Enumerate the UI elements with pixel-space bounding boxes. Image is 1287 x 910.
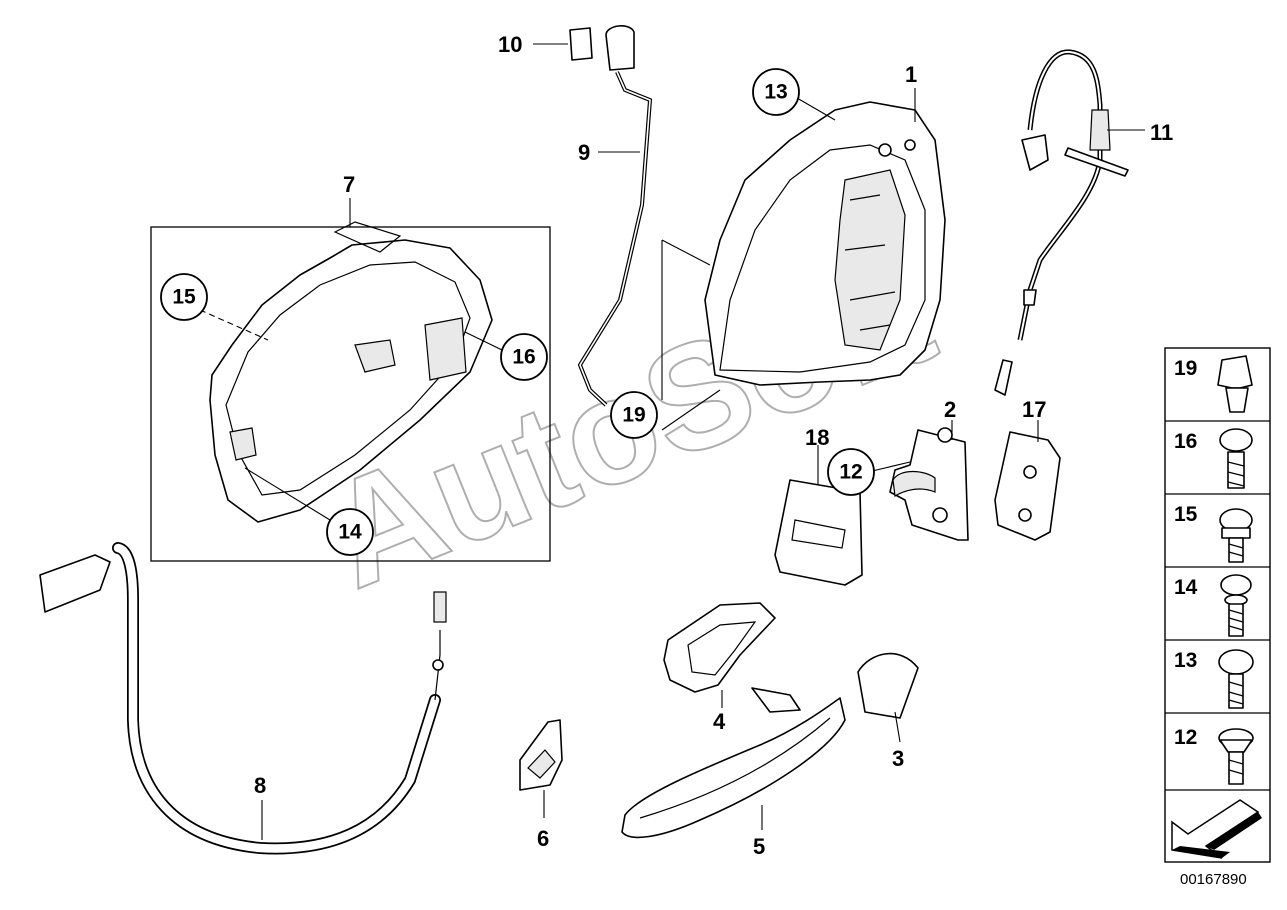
cable-clip (1021, 134, 1049, 171)
callout-15: 15 (160, 273, 208, 321)
label-part-2: 2 (944, 397, 956, 422)
part-7-carrier-group (150, 198, 551, 562)
expanding-rivet-icon (1217, 355, 1253, 413)
gasket-17[interactable] (994, 431, 1061, 541)
cable-pin (994, 359, 1013, 396)
carrier-bracket (424, 317, 467, 381)
callout-15-leader (199, 309, 269, 341)
part-11-cable-group (994, 49, 1145, 396)
label-part-1: 1 (905, 62, 917, 87)
callout-13: 13 (752, 68, 800, 116)
svg-text:19: 19 (622, 404, 645, 427)
parts-lower-group (519, 602, 919, 839)
part-1-dash-leader (661, 239, 711, 266)
legend-item-15: 15 (1174, 503, 1198, 526)
label-part-6: 6 (537, 826, 549, 851)
parts-18-2-17-group (774, 420, 1061, 586)
svg-text:16: 16 (512, 346, 535, 369)
label-part-17: 17 (1022, 397, 1046, 422)
bolt-15-icon (1219, 508, 1253, 563)
cap-10-right[interactable] (605, 25, 635, 71)
lock-cap-3[interactable] (857, 652, 919, 719)
legend-item-16: 16 (1174, 430, 1197, 453)
legend-item-12: 12 (1174, 726, 1197, 749)
svg-text:12: 12 (839, 461, 862, 484)
legend-item-13: 13 (1174, 649, 1197, 672)
handle-gasket-4[interactable] (663, 602, 776, 693)
screw-13-icon (1218, 649, 1254, 709)
bowden-cable-bracket[interactable] (39, 554, 111, 613)
bowden-cable[interactable] (113, 543, 440, 853)
callout-14-leader (244, 467, 331, 521)
cable-sleeve (1089, 109, 1111, 151)
callout-14: 14 (326, 508, 374, 556)
outer-door-handle-5[interactable] (621, 697, 846, 839)
callout-13-leader (796, 97, 836, 121)
svg-text:15: 15 (172, 286, 196, 309)
part-3-leader (894, 711, 901, 743)
carrier-slot (354, 339, 396, 373)
part-1-lock-group (661, 88, 946, 431)
handle-arm (751, 687, 801, 713)
callout-19-leader-b (661, 389, 721, 431)
callout-12: 12 (827, 448, 875, 496)
label-part-18: 18 (805, 425, 829, 450)
label-part-8: 8 (254, 773, 266, 798)
part-8-cable-group (39, 542, 447, 855)
legend-item-19: 19 (1174, 357, 1197, 380)
door-handle-carrier[interactable] (209, 239, 493, 523)
direction-arrow-icon (1171, 799, 1262, 859)
label-part-11: 11 (1150, 120, 1173, 145)
callout-12-leader (867, 461, 911, 473)
screw-16-icon (1219, 428, 1253, 489)
striker-loop (892, 470, 936, 497)
label-part-9: 9 (578, 140, 590, 165)
callout-16: 16 (500, 333, 548, 381)
label-part-10: 10 (498, 32, 522, 57)
carrier-clip (229, 427, 257, 461)
svg-text:13: 13 (764, 81, 787, 104)
cable-bracket (1064, 147, 1129, 177)
label-part-3: 3 (892, 746, 904, 771)
cap-10-left[interactable] (569, 27, 593, 61)
document-id: 00167890 (1180, 871, 1247, 888)
label-part-4: 4 (713, 709, 726, 734)
label-part-5: 5 (753, 834, 765, 859)
legend-item-14: 14 (1174, 576, 1198, 599)
label-part-7: 7 (343, 172, 355, 197)
fastener-legend: 19 16 15 14 13 12 (1164, 347, 1271, 863)
screw-14-icon (1220, 574, 1252, 637)
part-9-rod-group (533, 25, 653, 407)
callout-16-leader (464, 331, 503, 351)
cable-end-fitting (433, 591, 447, 623)
callout-19: 19 (610, 391, 658, 439)
lock-mechanism (834, 169, 906, 351)
screw-12-icon (1218, 728, 1254, 785)
svg-text:14: 14 (338, 521, 362, 544)
legend-frame (1164, 347, 1271, 863)
